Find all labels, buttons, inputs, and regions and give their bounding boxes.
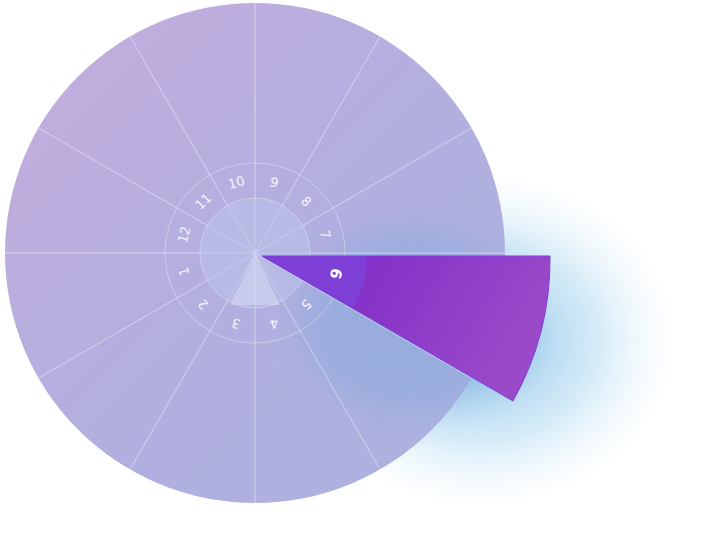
ring-number: 10: [226, 174, 245, 191]
dial-disc: [5, 3, 505, 503]
sector-shape: [255, 250, 555, 405]
inner-disc: [200, 198, 310, 308]
sector-outer: [262, 256, 550, 401]
sector-lines: [5, 3, 505, 503]
sector-inner: [262, 256, 367, 309]
outer-ring: [165, 163, 345, 343]
highlighted-sector: 6: [255, 250, 555, 405]
